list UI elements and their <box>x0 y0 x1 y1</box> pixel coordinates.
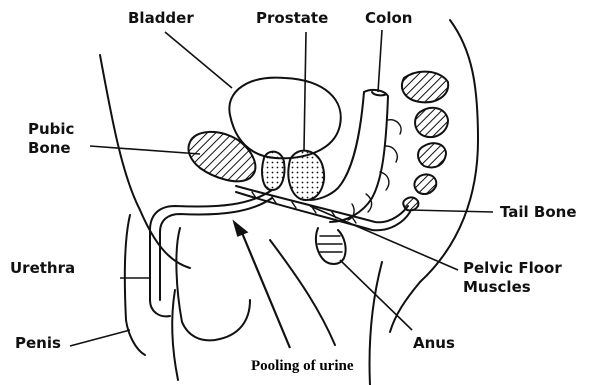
label-prostate: Prostate <box>256 9 328 27</box>
prostate-left-lobe <box>262 152 284 190</box>
label-urethra: Urethra <box>10 259 75 277</box>
pelvic-floor-muscles-shape <box>236 186 410 230</box>
label-pooling-of-urine: Pooling of urine <box>251 358 354 374</box>
urethra-shape <box>150 190 272 316</box>
prostate-shape <box>288 151 324 200</box>
label-penis: Penis <box>15 334 61 352</box>
colon-shape <box>310 90 401 222</box>
label-pubic-bone-line1: Pubic <box>28 120 74 138</box>
label-pubic-bone-line2: Bone <box>28 139 71 157</box>
label-pelvic-floor-line1: Pelvic Floor <box>463 259 562 277</box>
pubic-bone-shape <box>188 132 255 181</box>
tail-bone-shape <box>402 72 448 211</box>
anus-shape <box>316 228 346 264</box>
label-tail-bone: Tail Bone <box>500 203 577 221</box>
anus-ring-lines <box>318 236 342 252</box>
label-bladder: Bladder <box>128 9 194 27</box>
label-anus: Anus <box>413 334 455 352</box>
label-pelvic-floor-line2: Muscles <box>463 278 531 296</box>
label-colon: Colon <box>365 9 412 27</box>
penis-shape <box>125 215 250 355</box>
